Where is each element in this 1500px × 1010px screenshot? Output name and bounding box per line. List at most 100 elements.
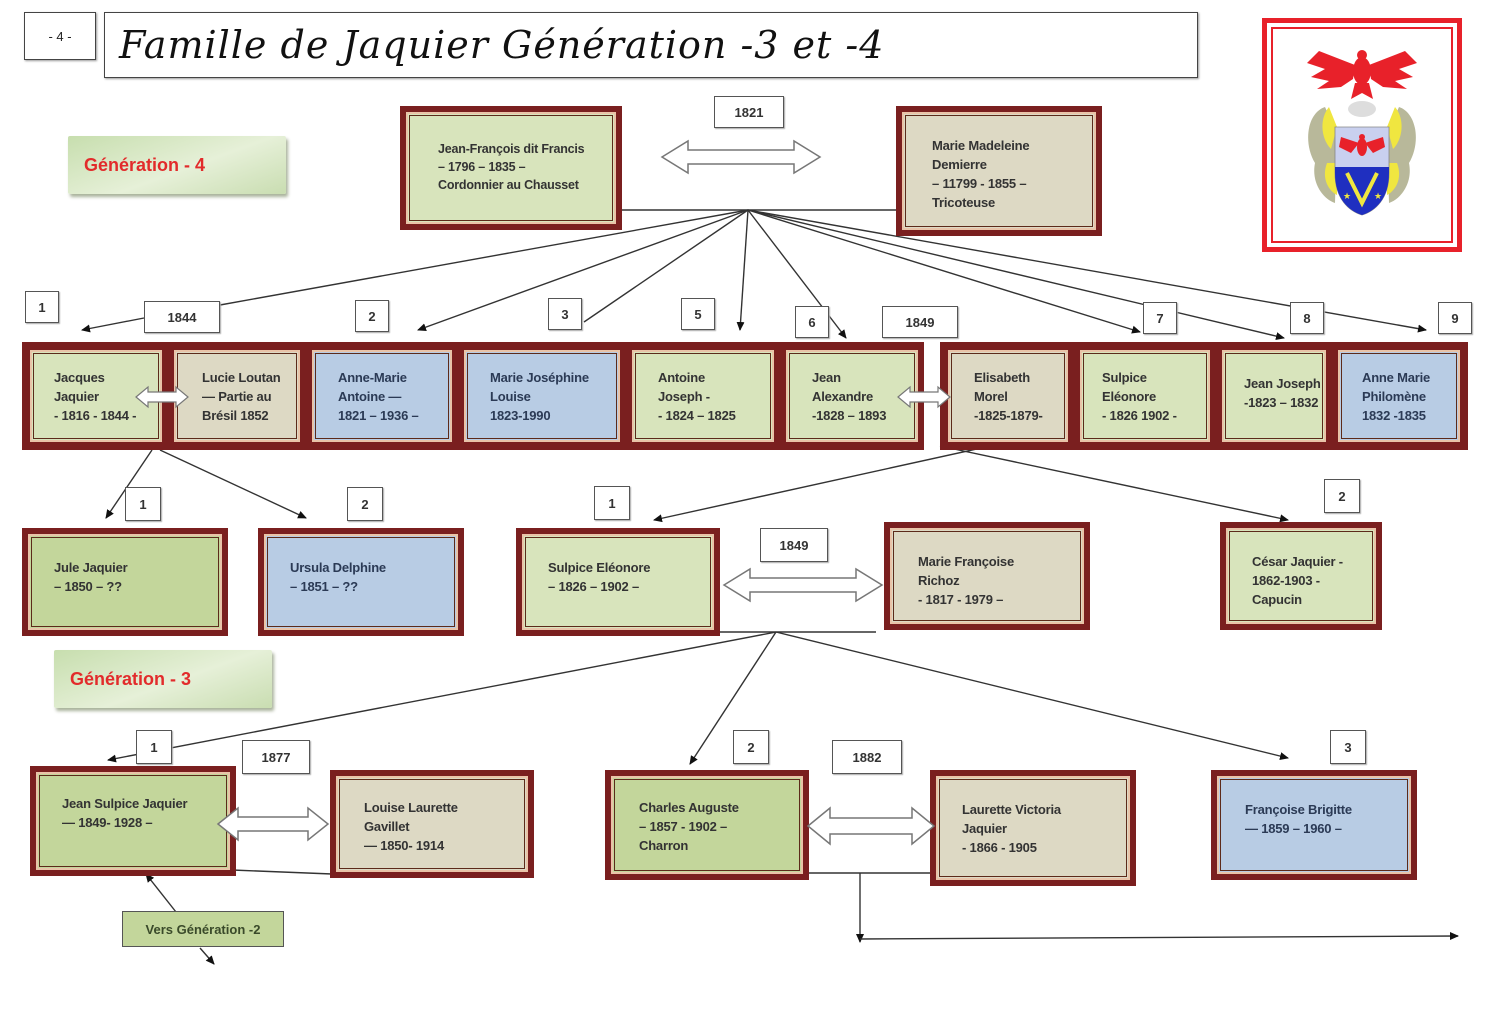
person-card-louise-laurette[interactable]: Louise Laurette Gavillet — 1850- 1914 xyxy=(330,770,534,878)
person-card-spouse-child-1[interactable]: Lucie Loutan — Partie au Brésil 1852 xyxy=(168,344,306,448)
child-number-badge: 8 xyxy=(1290,302,1324,334)
person-card-ursula[interactable]: Ursula Delphine – 1851 – ?? xyxy=(258,528,464,636)
page-title: Famille de Jaquier Génération -3 et -4 xyxy=(104,12,1198,78)
child-number-badge: 3 xyxy=(548,298,582,330)
descent-line xyxy=(105,449,153,519)
descent-line xyxy=(747,209,1285,341)
child-number-badge: 1 xyxy=(594,486,630,520)
child-number-badge: 5 xyxy=(681,298,715,330)
person-surname: Jaquier xyxy=(54,389,99,404)
person-name: Louise xyxy=(490,389,531,404)
person-dates: - 1817 - 1979 – xyxy=(918,592,1004,607)
person-card-charles-auguste[interactable]: Charles Auguste – 1857 - 1902 – Charron xyxy=(605,770,809,880)
person-card-child-5[interactable]: Antoine Joseph - - 1824 – 1825 xyxy=(626,344,780,448)
coat-of-arms-inner-frame xyxy=(1271,27,1453,243)
person-name: Jean Sulpice Jaquier xyxy=(62,796,188,811)
marriage-year-badge: 1877 xyxy=(242,740,310,774)
person-card-jean-sulpice[interactable]: Jean Sulpice Jaquier — 1849- 1928 – xyxy=(30,766,236,876)
page-title-text: Famille de Jaquier Génération -3 et -4 xyxy=(119,23,885,67)
person-card-jule[interactable]: Jule Jaquier – 1850 – ?? xyxy=(22,528,228,636)
descent-line xyxy=(107,631,777,763)
descent-line xyxy=(859,932,1459,941)
descent-line xyxy=(417,209,749,332)
person-surname: Morel xyxy=(974,389,1008,404)
person-name: Philomène xyxy=(1362,389,1426,404)
person-card-child-2[interactable]: Anne-Marie Antoine — 1821 – 1936 – xyxy=(306,344,458,448)
person-dates: 1832 -1835 xyxy=(1362,408,1426,423)
person-card-laurette-victoria[interactable]: Laurette Victoria Jaquier - 1866 - 1905 xyxy=(930,770,1136,886)
person-dates: – 11799 - 1855 – xyxy=(932,176,1027,191)
person-name: Jean Joseph xyxy=(1244,376,1321,391)
person-card-cesar[interactable]: César Jaquier - 1862-1903 - Capucin xyxy=(1220,522,1382,630)
parents-link-line xyxy=(231,869,333,875)
person-dates: – 1851 – ?? xyxy=(290,579,358,594)
marriage-double-arrow-icon xyxy=(135,385,189,409)
person-card-child-3[interactable]: Marie Joséphine Louise 1823-1990 xyxy=(458,344,626,448)
person-name: Jean-François dit Francis xyxy=(438,142,585,156)
child-number-badge: 6 xyxy=(795,306,829,338)
child-number-badge: 9 xyxy=(1438,302,1472,334)
person-dates: — 1849- 1928 – xyxy=(62,815,153,830)
person-dates: - 1824 – 1825 xyxy=(658,408,736,423)
person-name: Jule Jaquier xyxy=(54,560,128,575)
child-number-badge: 3 xyxy=(1330,730,1366,764)
person-card-spouse-child-6[interactable]: Elisabeth Morel -1825-1879- xyxy=(942,344,1074,448)
person-dates: -1825-1879- xyxy=(974,408,1043,423)
generation-3-label: Génération - 3 xyxy=(54,650,272,708)
person-dates: - 1816 - 1844 - xyxy=(54,408,137,423)
person-dates: 1823-1990 xyxy=(490,408,551,423)
coat-of-arms-icon: ★ ★ xyxy=(1307,50,1417,216)
person-occupation: Charron xyxy=(639,838,689,853)
coat-of-arms-frame: ★ ★ xyxy=(1262,18,1462,252)
person-card-marie-francoise[interactable]: Marie Françoise Richoz - 1817 - 1979 – xyxy=(884,522,1090,630)
person-surname: Gavillet xyxy=(364,819,410,834)
child-number-badge: 1 xyxy=(136,730,172,764)
descent-line xyxy=(219,209,749,306)
person-name: Anne Marie xyxy=(1362,370,1431,385)
person-dates: - 1826 1902 - xyxy=(1102,408,1177,423)
child-number-badge: 7 xyxy=(1143,302,1177,334)
person-dates: — 1850- 1914 xyxy=(364,838,444,853)
person-surname: Jaquier xyxy=(962,821,1007,836)
person-name: Marie Françoise xyxy=(918,554,1014,569)
person-dates: -1828 – 1893 xyxy=(812,408,887,423)
person-card-child-7[interactable]: Sulpice Eléonore - 1826 1902 - xyxy=(1074,344,1216,448)
to-generation-2-link[interactable]: Vers Génération -2 xyxy=(122,911,284,947)
person-name: Anne-Marie xyxy=(338,370,407,385)
person-card-child-9[interactable]: Anne Marie Philomène 1832 -1835 xyxy=(1332,344,1466,448)
descent-line xyxy=(736,209,749,331)
svg-text:★: ★ xyxy=(1343,191,1351,201)
person-name: Antoine xyxy=(658,370,705,385)
person-note: Brésil 1852 xyxy=(202,408,269,423)
descent-line xyxy=(199,947,215,965)
marriage-double-arrow-icon xyxy=(806,806,936,846)
child-number-badge: 2 xyxy=(1324,479,1360,513)
person-name: Jean xyxy=(812,370,841,385)
person-name: Lucie Loutan xyxy=(202,370,281,385)
marriage-double-arrow-icon xyxy=(660,139,822,175)
person-card-child-8[interactable]: Jean Joseph -1823 – 1832 xyxy=(1216,344,1332,448)
person-dates: 1821 – 1936 – xyxy=(338,408,419,423)
descent-line xyxy=(775,631,1289,760)
person-surname: Demierre xyxy=(932,157,987,172)
person-name: Charles Auguste xyxy=(639,800,739,815)
person-card-child-6[interactable]: Jean Alexandre -1828 – 1893 xyxy=(780,344,924,448)
person-card-mother[interactable]: Marie Madeleine Demierre – 11799 - 1855 … xyxy=(896,106,1102,236)
person-name: Alexandre xyxy=(812,389,874,404)
person-name: Sulpice xyxy=(1102,370,1147,385)
descent-line xyxy=(81,317,145,333)
descent-line xyxy=(583,209,749,323)
marriage-year-badge: 1821 xyxy=(714,96,784,128)
marriage-double-arrow-icon xyxy=(897,385,951,409)
person-card-father[interactable]: Jean-François dit Francis – 1796 – 1835 … xyxy=(400,106,622,230)
marriage-year-badge: 1849 xyxy=(882,306,958,338)
person-dates: – 1850 – ?? xyxy=(54,579,122,594)
descent-line xyxy=(689,631,777,765)
child-number-badge: 1 xyxy=(25,291,59,323)
person-dates: — 1859 – 1960 – xyxy=(1245,821,1342,836)
person-card-sulpice-eleonore[interactable]: Sulpice Eléonore – 1826 – 1902 – xyxy=(516,528,720,636)
person-dates: – 1857 - 1902 – xyxy=(639,819,728,834)
person-card-francoise-brigitte[interactable]: Françoise Brigitte — 1859 – 1960 – xyxy=(1211,770,1417,880)
marriage-year-badge: 1849 xyxy=(760,528,828,562)
svg-text:★: ★ xyxy=(1374,191,1382,201)
